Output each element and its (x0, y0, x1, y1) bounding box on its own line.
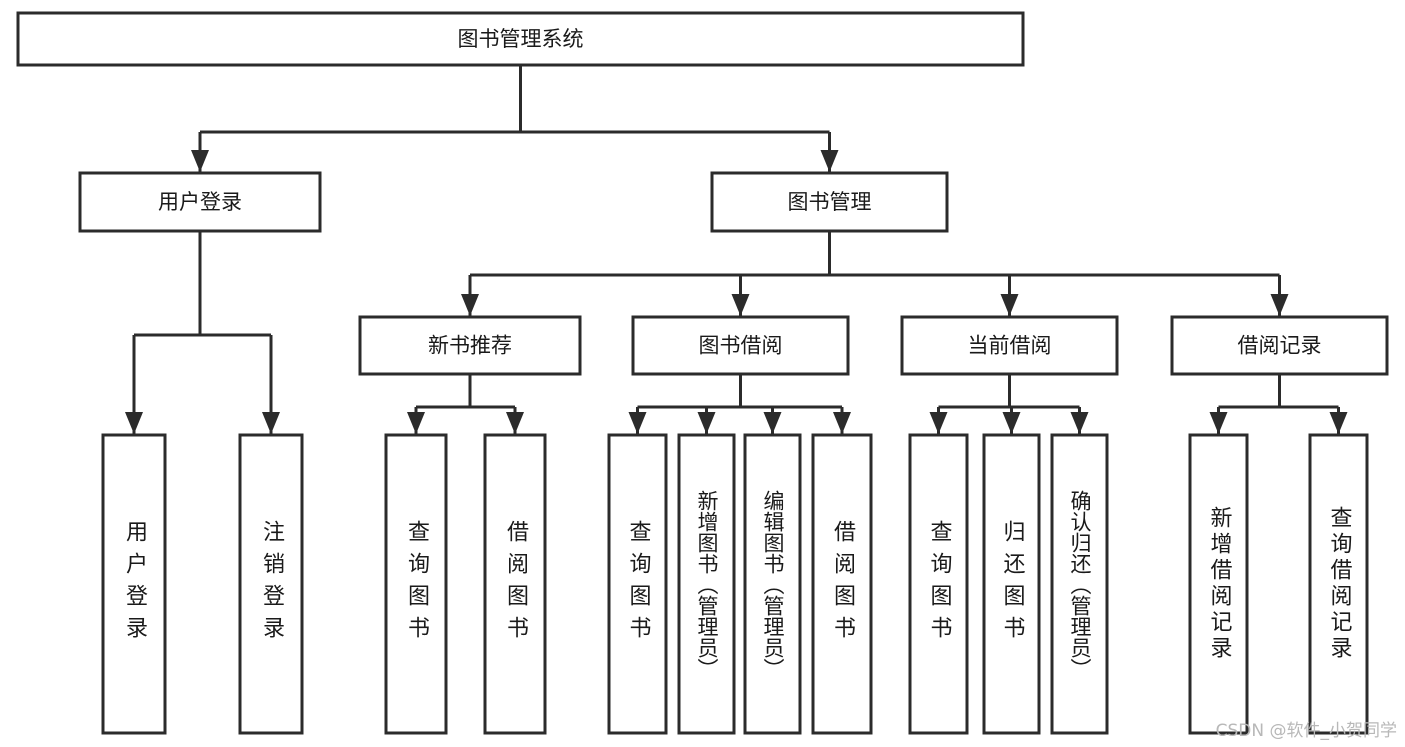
arrow-head-icon (1002, 412, 1021, 434)
node-leaf-edit-book[interactable] (743, 433, 802, 735)
node-leaf-logout[interactable] (238, 433, 304, 735)
node-label: 图书管理系统 (458, 27, 584, 51)
node-leaf-add-record[interactable] (1188, 433, 1249, 735)
node-leaf-query-book-1[interactable] (384, 433, 448, 735)
node-label: 图书借阅 (699, 334, 783, 358)
node-label: 用户登录 (158, 190, 242, 214)
node-leaf-query-book-3[interactable] (908, 433, 969, 735)
arrow-head-icon (191, 150, 209, 172)
arrow-head-icon (1329, 412, 1348, 434)
arrow-head-icon (697, 412, 716, 434)
node-leaf-user-login[interactable] (101, 433, 167, 735)
node-root-root[interactable] (16, 11, 1025, 67)
node-book-borrow[interactable] (631, 315, 850, 376)
node-label: 新书推荐 (428, 334, 512, 358)
arrow-head-icon (262, 412, 280, 434)
arrow-head-icon (461, 294, 479, 316)
node-label: 当前借阅 (968, 334, 1052, 358)
node-leaf-query-book-2[interactable] (607, 433, 668, 735)
node-leaf-borrow-book-1[interactable] (483, 433, 547, 735)
arrow-head-icon (833, 412, 851, 434)
node-current-borrow[interactable] (900, 315, 1119, 376)
node-leaf-query-record[interactable] (1308, 433, 1369, 735)
arrow-head-icon (929, 412, 948, 434)
node-leaf-add-book[interactable] (677, 433, 736, 735)
arrow-head-icon (506, 412, 524, 434)
arrow-head-icon (628, 412, 647, 434)
connector-layer (125, 65, 1348, 434)
node-label: 借阅记录 (1238, 334, 1322, 358)
arrow-head-icon (1270, 294, 1289, 316)
watermark-text: CSDN @软件_小贺同学 (1215, 721, 1397, 741)
arrow-head-icon (1209, 412, 1228, 434)
node-leaf-confirm-return[interactable] (1050, 433, 1109, 735)
arrow-head-icon (763, 412, 782, 434)
arrow-head-icon (731, 294, 750, 316)
node-leaf-borrow-book-2[interactable] (811, 433, 873, 735)
node-label: 图书管理 (788, 190, 872, 214)
arrow-head-icon (820, 150, 839, 172)
arrow-head-icon (1000, 294, 1019, 316)
node-borrow-record[interactable] (1170, 315, 1389, 376)
node-user-login[interactable] (78, 171, 322, 233)
arrow-head-icon (407, 412, 425, 434)
arrow-head-icon (1070, 412, 1089, 434)
node-new-book-rec[interactable] (358, 315, 582, 376)
arrow-head-icon (125, 412, 143, 434)
node-leaf-return-book[interactable] (982, 433, 1041, 735)
node-book-manage[interactable] (710, 171, 949, 233)
node-layer (16, 11, 1389, 735)
